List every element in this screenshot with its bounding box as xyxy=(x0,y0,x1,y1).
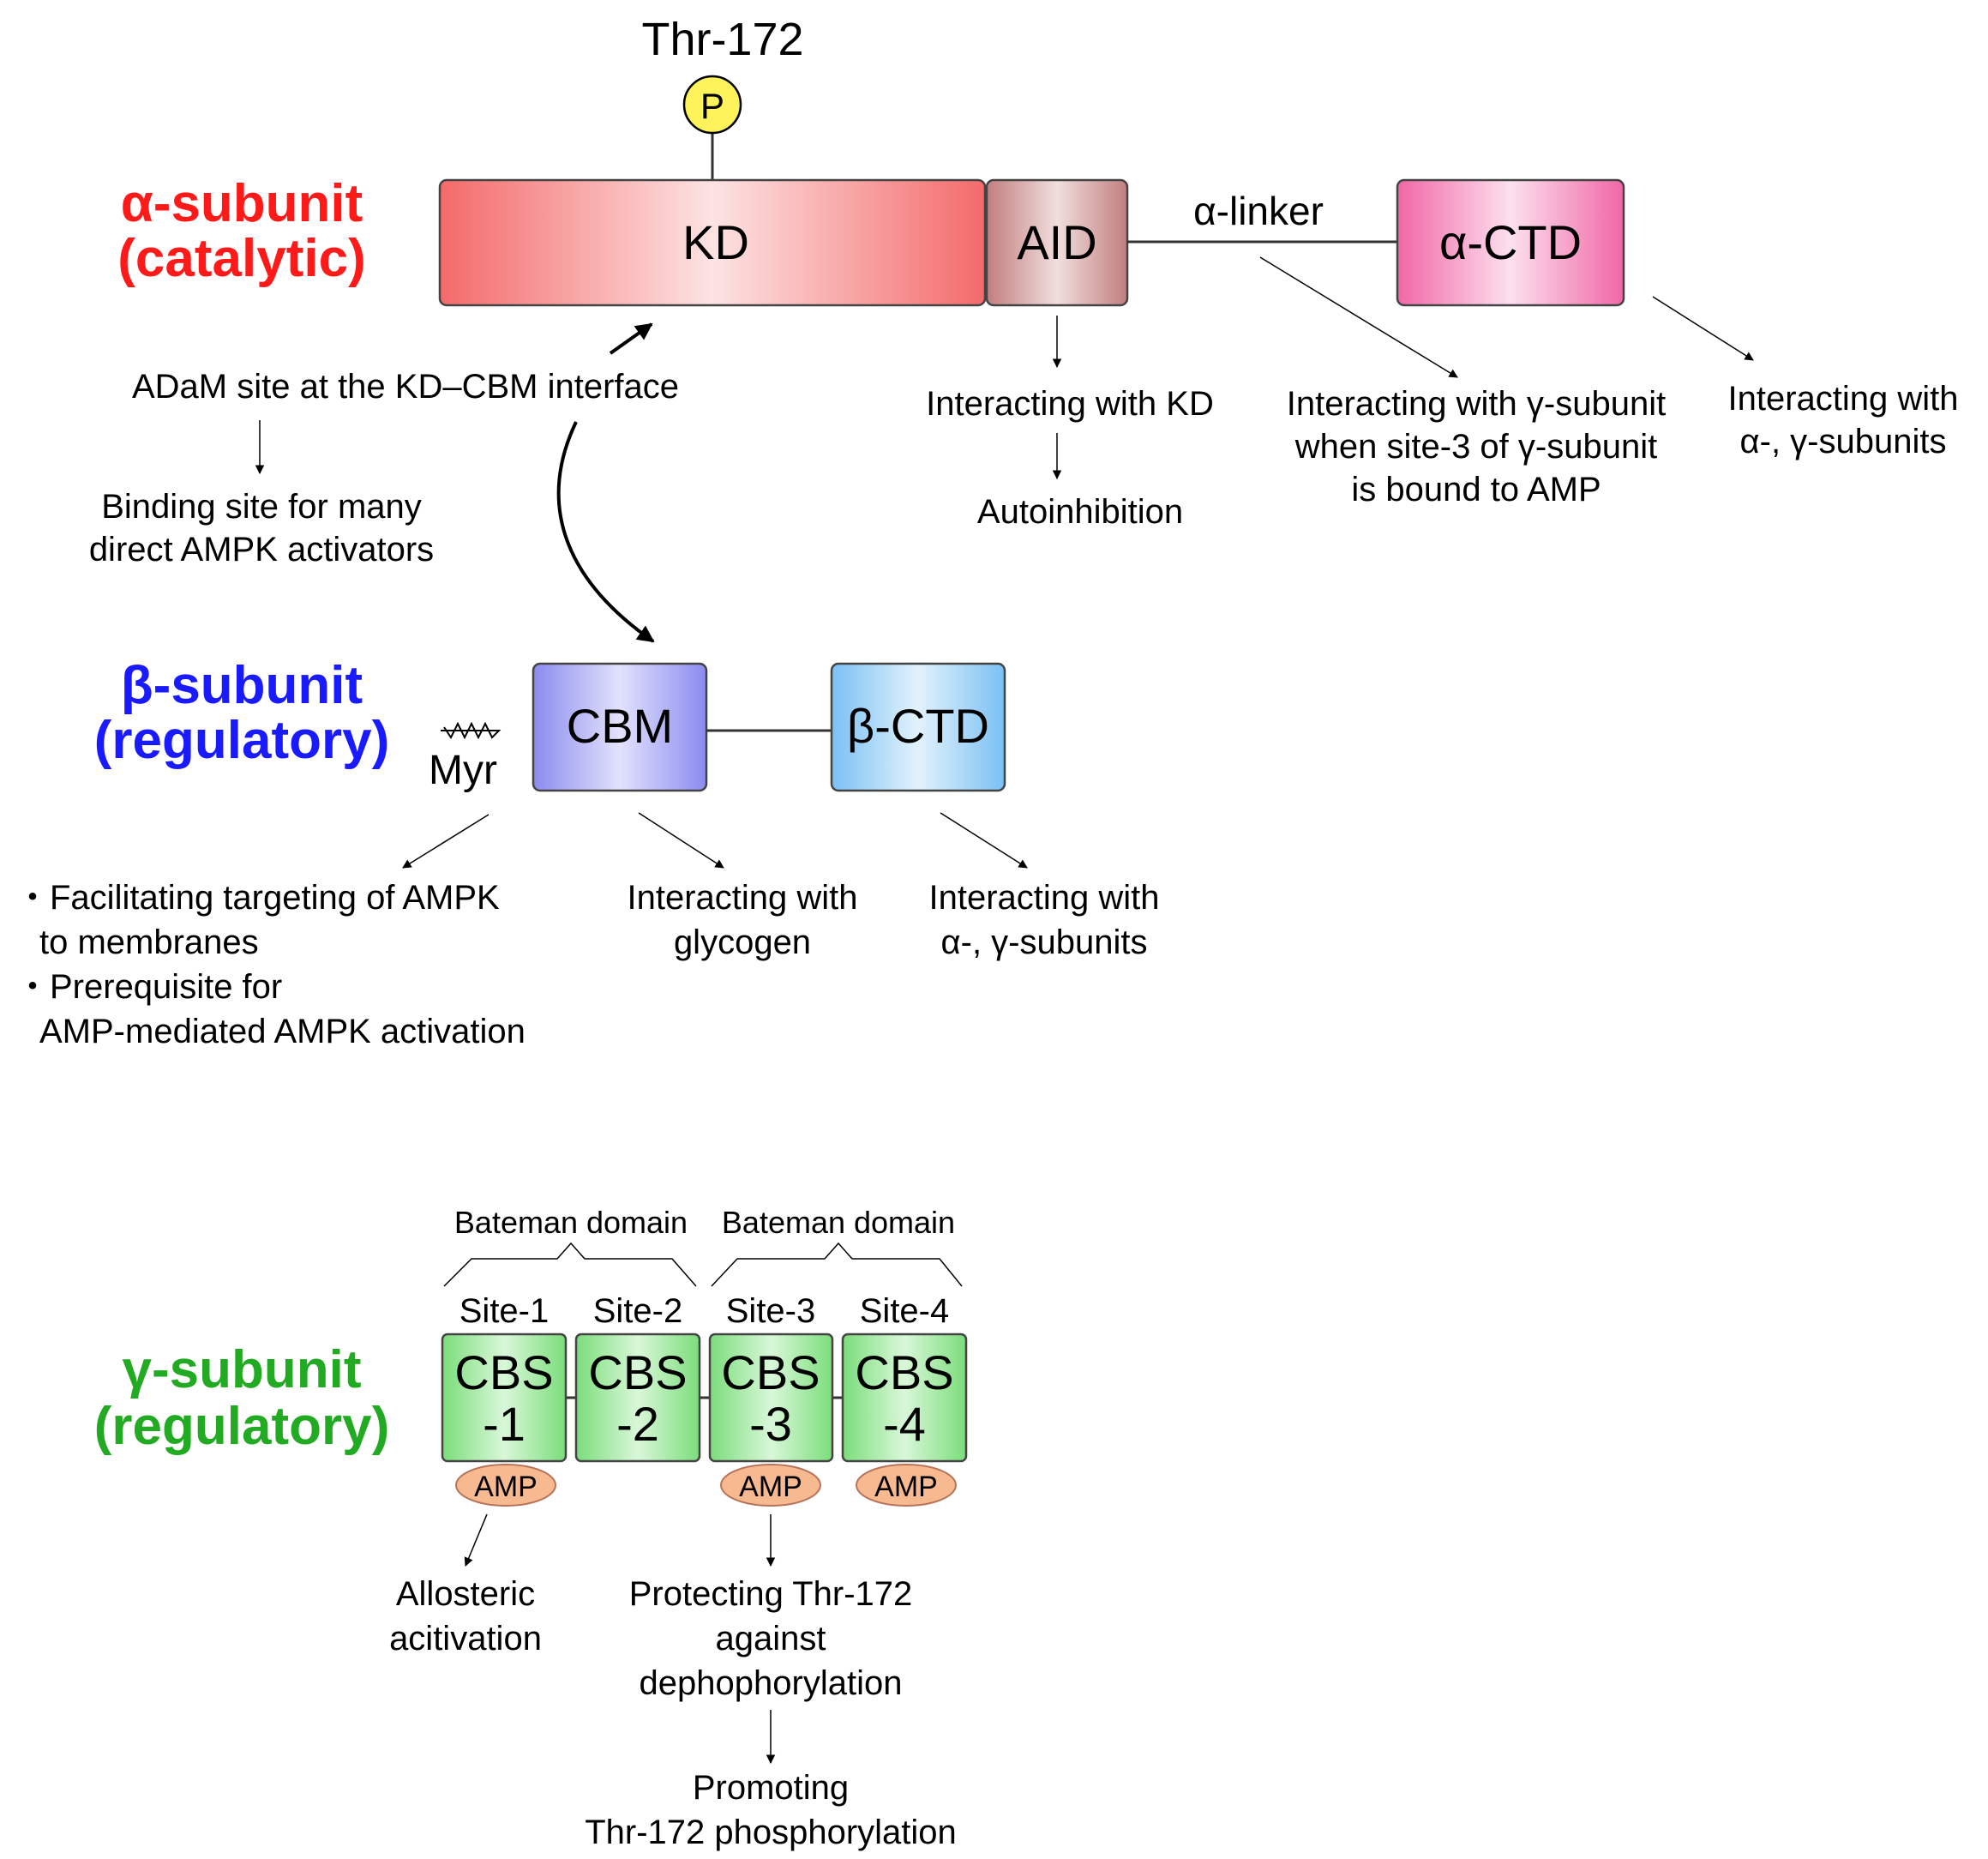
cbm-note-line1: Interacting with xyxy=(627,879,857,917)
alpha-ctd-domain xyxy=(1396,178,1625,307)
myr-note-line4: AMP-mediated AMPK activation xyxy=(39,1013,526,1050)
promote-line2: Thr-172 phosphorylation xyxy=(585,1814,957,1851)
adam-note-line2: direct AMPK activators xyxy=(89,531,434,569)
cbs-4-domain xyxy=(841,1333,968,1463)
amp-site-3-label: AMP xyxy=(739,1471,802,1503)
beta-ctd-note-line2: α-, γ-subunits xyxy=(941,923,1148,961)
cbm-label: CBM xyxy=(567,699,673,753)
beta-ctd-label: β-CTD xyxy=(847,699,989,753)
allosteric-line1: Allosteric xyxy=(396,1575,535,1613)
cbs-2-label-top: CBS xyxy=(588,1345,687,1399)
alpha-ctd-note-line2: α-, γ-subunits xyxy=(1740,423,1947,460)
cbm-domain xyxy=(532,662,708,792)
beta-ctd-note-arrow xyxy=(940,812,1028,869)
kd-domain xyxy=(438,178,987,307)
aid-label: AID xyxy=(1017,215,1096,269)
amp-site-4-label: AMP xyxy=(874,1471,938,1503)
beta-subunit: β-subunit (regulatory) Myr CBM β-CTD ・Fa… xyxy=(15,656,1160,1050)
gamma-subunit-role: (regulatory) xyxy=(94,1397,389,1456)
site-1-label: Site-1 xyxy=(459,1292,550,1330)
amp-site-3 xyxy=(720,1464,821,1507)
promote-line1: Promoting xyxy=(693,1769,849,1807)
cbm-note-line2: glycogen xyxy=(674,923,811,961)
bateman-domain-2-label: Bateman domain xyxy=(722,1205,955,1240)
cbs-3-domain xyxy=(708,1333,834,1463)
protect-line1: Protecting Thr-172 xyxy=(629,1575,913,1613)
cbs-1-label-bottom: -1 xyxy=(483,1397,526,1451)
gamma-subunit: γ-subunit (regulatory) Bateman domain Ba… xyxy=(94,1205,968,1851)
alpha-subunit-title: α-subunit xyxy=(121,174,363,233)
cbs-2-domain xyxy=(574,1333,701,1463)
alpha-subunit-role: (catalytic) xyxy=(117,229,365,288)
gamma-subunit-title: γ-subunit xyxy=(123,1340,362,1399)
cbs-1-label-top: CBS xyxy=(454,1345,553,1399)
myr-note-arrow xyxy=(402,814,489,869)
beta-ctd-domain xyxy=(830,662,1006,792)
adam-arrow-to-cbm xyxy=(556,421,655,643)
cbs-3-label-bottom: -3 xyxy=(749,1397,792,1451)
autoinhibition-label: Autoinhibition xyxy=(977,493,1183,531)
bateman-domain-2-bracket xyxy=(711,1242,963,1287)
amp-site-4 xyxy=(856,1464,957,1507)
adam-note-line1: Binding site for many xyxy=(101,488,422,526)
bateman-domain-1-bracket xyxy=(443,1242,697,1287)
beta-subunit-role: (regulatory) xyxy=(94,711,389,770)
alpha-ctd-label: α-CTD xyxy=(1439,215,1582,269)
allosteric-arrow xyxy=(464,1513,488,1567)
alpha-subunit: α-subunit (catalytic) Thr-172 P KD AID α… xyxy=(117,14,1958,531)
bateman-domain-1-label: Bateman domain xyxy=(454,1205,688,1240)
beta-ctd-note-line1: Interacting with xyxy=(928,879,1159,917)
alpha-linker-label: α-linker xyxy=(1193,189,1324,233)
cbm-note-arrow xyxy=(638,812,724,869)
cbs-3-label-top: CBS xyxy=(721,1345,820,1399)
cbs-4-label-bottom: -4 xyxy=(883,1397,926,1451)
cbs-4-label-top: CBS xyxy=(855,1345,953,1399)
amp-site-1 xyxy=(455,1464,556,1507)
cbs-2-label-bottom: -2 xyxy=(616,1397,659,1451)
phospho-circle xyxy=(682,75,742,135)
linker-note-line2: when site-3 of γ-subunit xyxy=(1294,428,1657,466)
myr-note-line1: ・Facilitating targeting of AMPK xyxy=(15,879,500,917)
allosteric-line2: acitivation xyxy=(389,1620,542,1657)
kd-label: KD xyxy=(682,215,749,269)
adam-arrow-to-kd xyxy=(609,322,653,355)
alpha-ctd-note-arrow xyxy=(1652,296,1754,361)
protect-line3: dephophorylation xyxy=(640,1664,903,1702)
myr-label: Myr xyxy=(429,748,497,793)
amp-site-1-label: AMP xyxy=(474,1471,538,1503)
protect-line2: against xyxy=(716,1620,826,1657)
site-4-label: Site-4 xyxy=(860,1292,950,1330)
myr-note-line3: ・Prerequisite for xyxy=(15,968,282,1006)
site-3-label: Site-3 xyxy=(726,1292,816,1330)
myr-note-line2: to membranes xyxy=(39,923,259,961)
thr172-label: Thr-172 xyxy=(641,14,803,65)
cbs-1-domain xyxy=(441,1333,568,1463)
adam-site: ADaM site at the KD–CBM interface Bindin… xyxy=(89,322,679,643)
linker-note-line1: Interacting with γ-subunit xyxy=(1287,385,1666,423)
adam-site-label: ADaM site at the KD–CBM interface xyxy=(132,368,679,406)
alpha-ctd-note-line1: Interacting with xyxy=(1727,380,1958,418)
myr-anchor-zigzag xyxy=(441,721,502,740)
phospho-symbol: P xyxy=(700,86,724,126)
linker-note-line3: is bound to AMP xyxy=(1351,471,1601,508)
beta-subunit-title: β-subunit xyxy=(121,656,363,715)
aid-note: Interacting with KD xyxy=(926,385,1214,423)
linker-note-arrow xyxy=(1259,256,1458,378)
site-2-label: Site-2 xyxy=(593,1292,683,1330)
